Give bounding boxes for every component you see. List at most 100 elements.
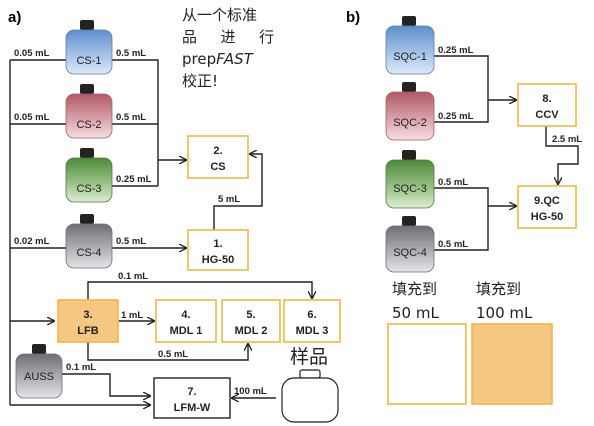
bottle-body	[385, 159, 435, 209]
vol-sqc4: 0.5 mL	[438, 239, 468, 250]
box-mdl-3: 6. MDL 3	[283, 299, 341, 343]
box-mdl-1: 4. MDL 1	[155, 299, 217, 343]
bottle-label: CS-2	[76, 119, 101, 131]
bottle-sqc-2: SQC-2	[385, 82, 435, 141]
box-name: CS	[210, 161, 225, 173]
sqc4-to-qc-line	[434, 206, 489, 251]
box-number: 4.	[181, 309, 190, 321]
bottle-cap	[80, 84, 94, 94]
legend-empty-line-1: 填充到	[392, 280, 437, 298]
bottle-cap	[80, 214, 94, 224]
box-frame	[283, 299, 341, 343]
panel-label-b: b)	[346, 9, 360, 26]
note-line-2: 品 进 行	[182, 28, 274, 46]
bottle-body	[385, 225, 435, 273]
box-ccv: 8. CCV	[517, 83, 577, 127]
box-name: MDL 2	[235, 325, 268, 337]
bottle-cap	[402, 82, 416, 92]
vol-lfb-to-mdl1: 1 mL	[121, 310, 143, 321]
bottle-cap	[80, 148, 94, 158]
bottle-cs-2: CS-2	[65, 84, 113, 139]
bottle-label: SQC-2	[393, 117, 427, 129]
box-name: MDL 1	[170, 325, 203, 337]
bottle-label: CS-1	[76, 55, 101, 67]
note-line-4: 校正!	[182, 72, 218, 90]
auss-to-lfmw-arrow	[62, 373, 150, 396]
box-name: LFM-W	[174, 402, 211, 414]
panel-a-volume-labels: 0.05 mL 0.5 mL 0.05 mL 0.5 mL 0.25 mL 0.…	[14, 48, 267, 397]
lfb-to-mdl3-arrow	[87, 281, 312, 300]
box-number: 3.	[83, 309, 92, 321]
bottle-label: CS-3	[76, 183, 101, 195]
sample-cap	[299, 369, 321, 379]
box-number: 7.	[187, 386, 196, 398]
box-lfb: 3. LFB	[57, 299, 119, 343]
ccv-to-qc-arrow	[545, 126, 579, 184]
box-cs: 2. CS	[187, 135, 249, 179]
vol-cs4-right: 0.5 mL	[116, 236, 146, 247]
bottle-cap	[32, 344, 46, 354]
bottle-cs-1: CS-1	[65, 20, 113, 75]
bottle-body	[65, 93, 113, 139]
legend: 填充到 50 mL 填充到 100 mL	[387, 280, 553, 405]
box-frame	[155, 299, 217, 343]
box-number: 9.QC	[534, 195, 560, 207]
bottle-body	[65, 157, 113, 203]
sample-label: 样品	[290, 346, 328, 368]
sqc2-to-ccv-line	[434, 100, 489, 123]
sqc3-to-qc-arrow	[434, 187, 516, 206]
note-line-3: prepFAST	[182, 50, 255, 68]
bottle-cap	[402, 150, 416, 160]
bottle-body	[65, 29, 113, 75]
bottle-sqc-3: SQC-3	[385, 150, 435, 209]
vol-auss: 0.1 mL	[66, 362, 96, 373]
bottle-cs-4: CS-4	[65, 214, 113, 269]
vol-cs2-left: 0.05 mL	[14, 112, 50, 123]
box-number: 5.	[246, 309, 255, 321]
panel-b-volume-labels: 0.25 mL 0.25 mL 0.5 mL 0.5 mL 2.5 mL	[438, 45, 582, 250]
bottle-body	[15, 353, 63, 399]
bottle-sqc-1: SQC-1	[385, 16, 435, 75]
box-lfm-w: 7. LFM-W	[153, 377, 231, 419]
box-name: LFB	[77, 325, 98, 337]
box-number: 6.	[307, 309, 316, 321]
vol-lfb-to-mdl3: 0.1 mL	[118, 271, 148, 282]
sqc1-to-ccv-arrow	[434, 55, 516, 100]
bottle-sqc-4: SQC-4	[385, 216, 435, 273]
box-frame	[187, 135, 249, 179]
box-frame	[57, 299, 119, 343]
bottle-body	[65, 223, 113, 269]
box-frame	[221, 299, 281, 343]
panel-b-wires	[434, 55, 579, 251]
hg-to-cs-arrow	[213, 154, 263, 230]
legend-swatch-empty	[387, 323, 467, 405]
vol-cs1-left: 0.05 mL	[14, 48, 50, 59]
bottle-body	[385, 25, 435, 75]
vol-cs4-left: 0.02 mL	[14, 236, 50, 247]
bottle-label: CS-4	[76, 247, 101, 259]
vol-sqc1: 0.25 mL	[438, 45, 474, 56]
legend-empty-line-2: 50 mL	[392, 304, 439, 322]
note-line-1: 从一个标准	[182, 6, 257, 24]
lfb-to-mdl2-arrow	[87, 342, 248, 361]
box-mdl-2: 5. MDL 2	[221, 299, 281, 343]
vol-cs1-right: 0.5 mL	[116, 48, 146, 59]
bottle-cap	[80, 20, 94, 30]
box-hg-50: 1. HG-50	[187, 229, 249, 271]
panel-a-wires	[9, 59, 312, 405]
bottle-label: SQC-3	[393, 183, 427, 195]
box-number: 2.	[213, 145, 222, 157]
cs1-right-line	[112, 59, 159, 186]
vol-sqc3: 0.5 mL	[438, 177, 468, 188]
box-qc-hg-50: 9.QC HG-50	[517, 185, 577, 229]
vol-sample-to-lfmw: 100 mL	[234, 386, 267, 397]
bottle-body	[385, 91, 435, 141]
vol-hg-to-cs: 5 mL	[218, 194, 240, 205]
vol-cs2-right: 0.5 mL	[116, 112, 146, 123]
legend-filled-line-2: 100 mL	[476, 304, 533, 322]
note-line-3-prefix: prep	[182, 50, 216, 68]
panel-label-a: a)	[8, 9, 21, 26]
box-frame	[153, 377, 231, 419]
vol-cs3-right: 0.25 mL	[116, 174, 152, 185]
